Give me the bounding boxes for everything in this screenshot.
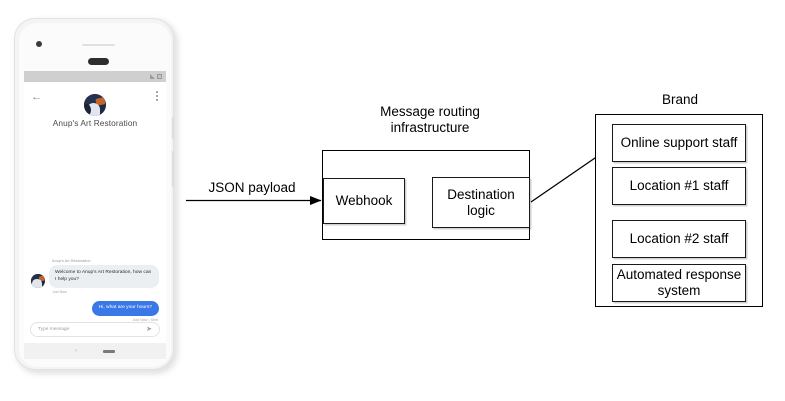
- brand-title: Brand: [661, 92, 699, 107]
- nav-home-pill-icon[interactable]: [103, 349, 115, 353]
- app-header: ← Anup's Art Restoration: [24, 82, 166, 140]
- message-incoming: Anup's Art Restoration Welcome to Anup's…: [24, 258, 166, 294]
- message-bubble-incoming: Welcome to Anup's Art Restoration, how c…: [49, 265, 159, 288]
- message-row-outgoing: Hi, what are your hours?: [31, 300, 159, 316]
- brand-item-automated-response[interactable]: Automated response system: [612, 264, 746, 302]
- message-composer[interactable]: Type message ➤: [30, 322, 160, 337]
- message-outgoing: Hi, what are your hours? Just Now • Sent: [24, 300, 166, 322]
- send-icon[interactable]: ➤: [146, 326, 152, 333]
- message-bubble-outgoing: Hi, what are your hours?: [91, 300, 159, 316]
- message-timestamp-outgoing: Just Now • Sent: [132, 317, 158, 322]
- status-icons: [150, 74, 162, 79]
- chat-spacer: [24, 140, 166, 258]
- business-avatar-image: [84, 94, 106, 116]
- message-avatar-image: [31, 273, 45, 288]
- message-sender-name: Anup's Art Restoration: [52, 258, 91, 263]
- power-button[interactable]: [172, 117, 174, 139]
- volume-button[interactable]: [172, 151, 174, 187]
- message-input-placeholder[interactable]: Type message: [38, 327, 70, 332]
- message-timestamp: Just Now: [52, 289, 67, 294]
- back-arrow-icon[interactable]: ←: [31, 91, 42, 103]
- phone-screen: ← Anup's Art Restoration Anup's Art Rest…: [24, 71, 166, 343]
- front-camera-icon: [36, 41, 42, 47]
- json-payload-label: JSON payload: [208, 180, 296, 195]
- earpiece-icon: [88, 58, 109, 65]
- nav-back-icon[interactable]: ‹: [75, 348, 77, 354]
- phone-body: ← Anup's Art Restoration Anup's Art Rest…: [14, 18, 174, 370]
- android-nav-bar: ‹: [24, 343, 166, 359]
- kebab-menu-icon[interactable]: [156, 91, 158, 103]
- brand-item-location-1[interactable]: Location #1 staff: [612, 167, 746, 205]
- webhook-box[interactable]: Webhook: [323, 178, 405, 224]
- signal-triangle-icon: [150, 74, 155, 79]
- status-bar: [24, 71, 166, 82]
- phone-mockup: ← Anup's Art Restoration Anup's Art Rest…: [14, 18, 180, 376]
- business-name: Anup's Art Restoration: [52, 118, 138, 128]
- brand-item-location-2[interactable]: Location #2 staff: [612, 220, 746, 258]
- brand-item-online-support[interactable]: Online support staff: [612, 124, 746, 162]
- battery-icon: [157, 74, 162, 79]
- infrastructure-title: Message routing infrastructure: [380, 104, 480, 135]
- message-row: Welcome to Anup's Art Restoration, how c…: [31, 265, 159, 288]
- speaker-slot-icon: [82, 44, 115, 46]
- destination-logic-box[interactable]: Destination logic: [432, 177, 530, 228]
